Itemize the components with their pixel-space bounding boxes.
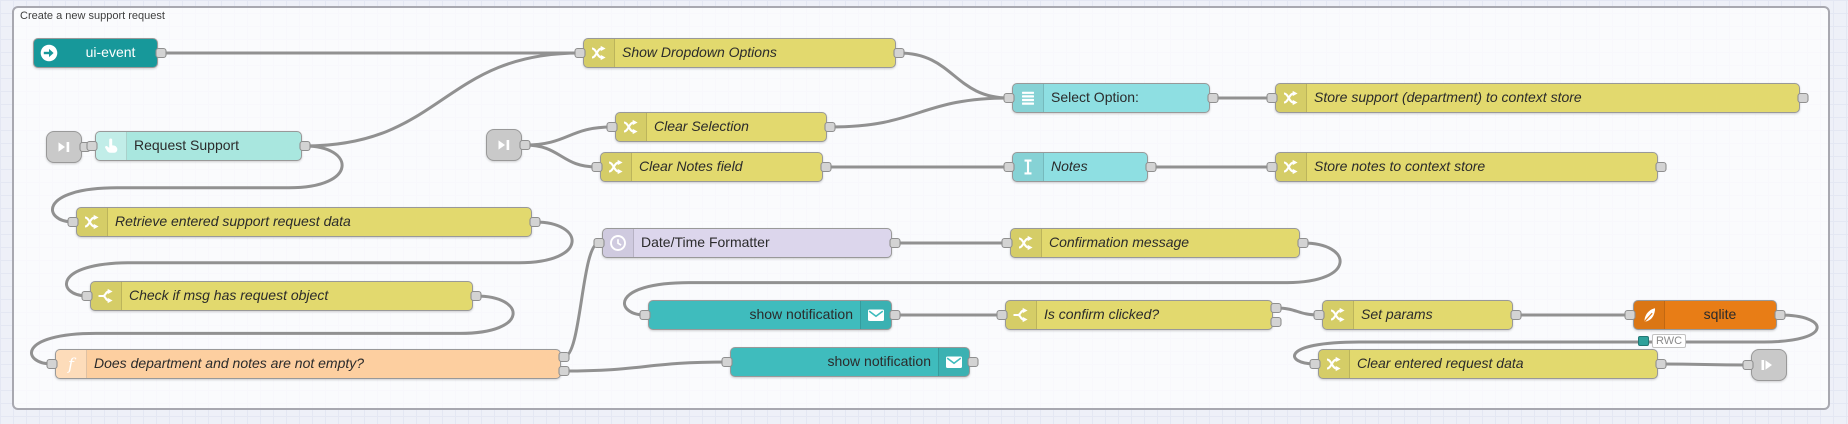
node-retrieve-entered-data[interactable]: Retrieve entered support request data xyxy=(76,207,532,237)
node-label: Date/Time Formatter xyxy=(641,234,770,250)
node-check-request-object[interactable]: Check if msg has request object xyxy=(90,281,473,311)
node-clear-entered-data[interactable]: Clear entered request data xyxy=(1318,349,1658,379)
wire-sqlite-to-clear-entered[interactable] xyxy=(1292,313,1819,366)
node-label: sqlite xyxy=(1703,306,1737,322)
node-set-params[interactable]: Set params xyxy=(1322,300,1513,330)
node-label: Clear Notes field xyxy=(639,158,743,174)
shuffle-icon xyxy=(1323,301,1354,329)
node-link-in-2[interactable] xyxy=(486,129,522,161)
node-label: ui-event xyxy=(85,44,136,60)
node-label: Clear Selection xyxy=(654,118,749,134)
link-out-icon xyxy=(1752,350,1786,380)
node-label: Retrieve entered support request data xyxy=(115,213,351,229)
wire-clear-entered-to-link-out[interactable] xyxy=(1659,362,1750,367)
status-text: RWC xyxy=(1652,334,1687,348)
node-store-support[interactable]: Store support (department) to context st… xyxy=(1275,83,1800,113)
node-is-confirm-clicked[interactable]: Is confirm clicked? xyxy=(1005,300,1273,330)
arrow-in-circle-icon xyxy=(34,39,64,67)
node-label: Store support (department) to context st… xyxy=(1314,89,1582,105)
hand-pointer-icon xyxy=(96,132,127,160)
shuffle-icon xyxy=(616,113,647,141)
node-show-dropdown-options[interactable]: Show Dropdown Options xyxy=(583,38,896,68)
shuffle-icon xyxy=(584,39,615,67)
link-in-icon xyxy=(47,132,81,162)
wire-link-in-1-to-request-support[interactable] xyxy=(83,144,94,149)
wire-request-support-to-show-dropdown[interactable] xyxy=(303,51,582,148)
node-show-notification-1[interactable]: show notification xyxy=(648,300,892,330)
status-dot-icon xyxy=(1638,336,1649,346)
node-clear-notes-field[interactable]: Clear Notes field xyxy=(600,152,823,182)
wire-link-in-2-to-clear-notes[interactable] xyxy=(523,143,599,169)
feather-icon xyxy=(1634,301,1665,329)
fork-icon xyxy=(1006,301,1037,329)
node-label: Clear entered request data xyxy=(1357,355,1524,371)
function-icon: f xyxy=(56,350,87,378)
node-label: Store notes to context store xyxy=(1314,158,1486,174)
shuffle-icon xyxy=(1276,153,1307,181)
node-label: Select Option: xyxy=(1051,89,1139,105)
node-label: show notification xyxy=(749,306,853,322)
node-label: Check if msg has request object xyxy=(129,287,329,303)
node-label: Does department and notes are not empty? xyxy=(94,355,365,371)
wire-link-in-2-to-clear-selection[interactable] xyxy=(523,125,614,147)
node-ui-event[interactable]: ui-event xyxy=(33,38,158,68)
node-confirmation-message[interactable]: Confirmation message xyxy=(1010,228,1300,258)
node-label: Notes xyxy=(1051,158,1088,174)
node-label: Is confirm clicked? xyxy=(1044,306,1160,322)
node-label: Set params xyxy=(1361,306,1433,322)
node-notes[interactable]: Notes xyxy=(1012,152,1148,182)
node-sqlite[interactable]: sqlite xyxy=(1633,300,1777,330)
node-link-out[interactable] xyxy=(1751,349,1787,381)
wire-clear-selection-to-select-option[interactable] xyxy=(828,96,1011,129)
wire-show-dropdown-to-select-option[interactable] xyxy=(897,51,1011,100)
wire-check-request-to-does-empty[interactable] xyxy=(30,294,515,366)
shuffle-icon xyxy=(1011,229,1042,257)
node-label: show notification xyxy=(827,353,931,369)
wire-request-support-to-retrieve-data[interactable] xyxy=(51,144,344,224)
bars-icon xyxy=(1013,84,1044,112)
svg-text:f: f xyxy=(67,355,77,374)
node-link-in-1[interactable] xyxy=(46,131,82,163)
node-store-notes[interactable]: Store notes to context store xyxy=(1275,152,1658,182)
shuffle-icon xyxy=(1319,350,1350,378)
wire-retrieve-data-to-check-request[interactable] xyxy=(65,220,574,298)
ibeam-icon xyxy=(1013,153,1044,181)
node-show-notification-2[interactable]: show notification xyxy=(730,347,970,377)
node-select-option[interactable]: Select Option: xyxy=(1012,83,1210,113)
fork-icon xyxy=(91,282,122,310)
link-in-icon xyxy=(487,130,521,160)
node-label: Show Dropdown Options xyxy=(622,44,777,60)
node-does-not-empty-check[interactable]: f Does department and notes are not empty… xyxy=(55,349,561,379)
clock-icon xyxy=(603,229,634,257)
node-request-support[interactable]: Request Support xyxy=(95,131,302,161)
envelope-icon xyxy=(938,348,969,376)
group-title: Create a new support request xyxy=(20,10,165,22)
wire-does-empty-to-notification-2[interactable] xyxy=(562,360,729,373)
sqlite-status-badge: RWC xyxy=(1638,334,1687,348)
shuffle-icon xyxy=(601,153,632,181)
node-label: Request Support xyxy=(134,137,240,153)
shuffle-icon xyxy=(77,208,108,236)
wire-confirmation-to-notification-1[interactable] xyxy=(623,241,1342,317)
shuffle-icon xyxy=(1276,84,1307,112)
node-datetime-formatter[interactable]: Date/Time Formatter xyxy=(602,228,892,258)
node-label: Confirmation message xyxy=(1049,234,1190,250)
node-clear-selection[interactable]: Clear Selection xyxy=(615,112,827,142)
envelope-icon xyxy=(860,301,891,329)
